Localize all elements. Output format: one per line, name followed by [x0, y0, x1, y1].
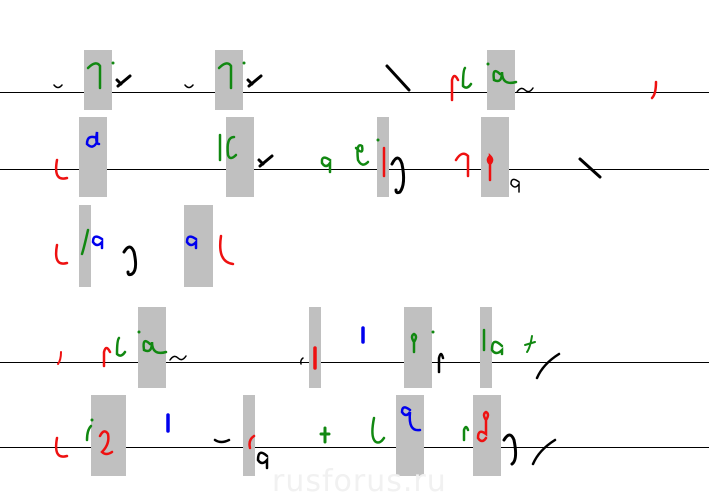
highlight-box [79, 117, 107, 197]
baseline-row-4 [0, 362, 709, 363]
highlight-box [404, 307, 432, 388]
highlight-box [481, 117, 509, 197]
glyph-group-row-2 [54, 131, 602, 195]
watermark: rusforus.ru [272, 464, 447, 499]
highlight-box [215, 50, 243, 110]
glyph-group-row-4 [57, 326, 561, 380]
highlight-box [84, 50, 112, 110]
baseline-row-1 [0, 92, 709, 93]
highlight-box [243, 395, 255, 476]
highlight-box [184, 205, 213, 287]
glyph-group-row-1 [53, 61, 658, 102]
glyph-group-row-5 [54, 406, 557, 470]
highlight-box [480, 307, 492, 388]
baseline-row-2 [0, 169, 709, 170]
glyph-group-row-3 [54, 228, 235, 277]
baseline-row-5 [0, 447, 709, 448]
